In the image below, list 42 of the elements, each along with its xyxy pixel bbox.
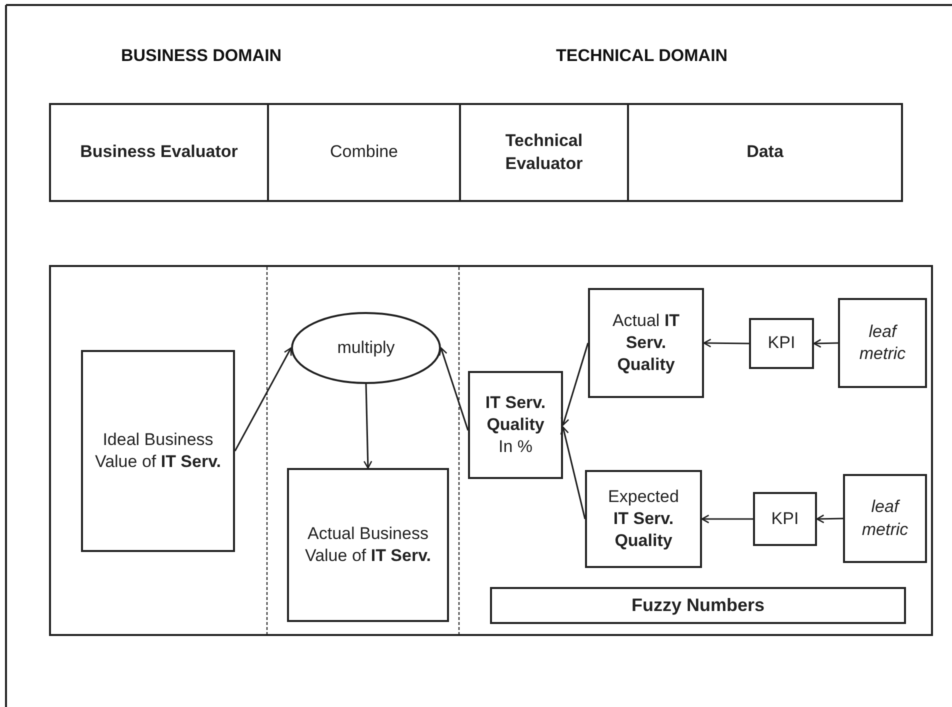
node-label: leaf metric [858, 320, 907, 365]
arrow [438, 347, 469, 431]
node-label: KPI [766, 332, 796, 354]
process-box [588, 288, 704, 398]
arrow [816, 514, 844, 524]
process-box [843, 474, 927, 563]
node-label: Ideal Business Value of IT Serv. [94, 428, 222, 473]
node-label: Business Evaluator [79, 141, 239, 164]
arrow [560, 342, 589, 426]
header-cell [627, 103, 903, 202]
node-label: Expected IT Serv. Quality [607, 486, 680, 552]
arrow [363, 384, 372, 469]
header-cell [49, 103, 267, 202]
node-label: Combine [328, 141, 400, 164]
process-box [753, 492, 817, 546]
node-label: IT Serv. Quality In % [484, 392, 547, 458]
operation-ellipse [291, 312, 441, 384]
node-label: Actual IT Serv. Quality [611, 310, 681, 376]
process-box [585, 470, 702, 568]
process-box [749, 318, 814, 369]
arrow [701, 514, 753, 524]
process-box [490, 587, 906, 624]
process-box [838, 298, 927, 388]
arrow [560, 426, 586, 520]
header-cell [267, 103, 459, 202]
arrow [703, 338, 749, 348]
process-box [287, 468, 449, 622]
process-box [81, 350, 235, 552]
node-label: multiply [336, 336, 396, 359]
node-label: Technical Evaluator [504, 130, 584, 174]
node-label: Data [746, 141, 784, 164]
header-cell [459, 103, 627, 202]
process-box [468, 371, 563, 479]
domain-heading: BUSINESS DOMAIN [121, 46, 282, 66]
arrow [234, 347, 292, 452]
node-label: Actual Business Value of IT Serv. [304, 522, 432, 567]
node-label: KPI [770, 508, 800, 530]
node-label: leaf metric [860, 496, 910, 540]
arrow [813, 338, 838, 348]
node-label: Fuzzy Numbers [630, 594, 766, 617]
panel-box [49, 265, 933, 636]
domain-heading: TECHNICAL DOMAIN [556, 46, 728, 66]
